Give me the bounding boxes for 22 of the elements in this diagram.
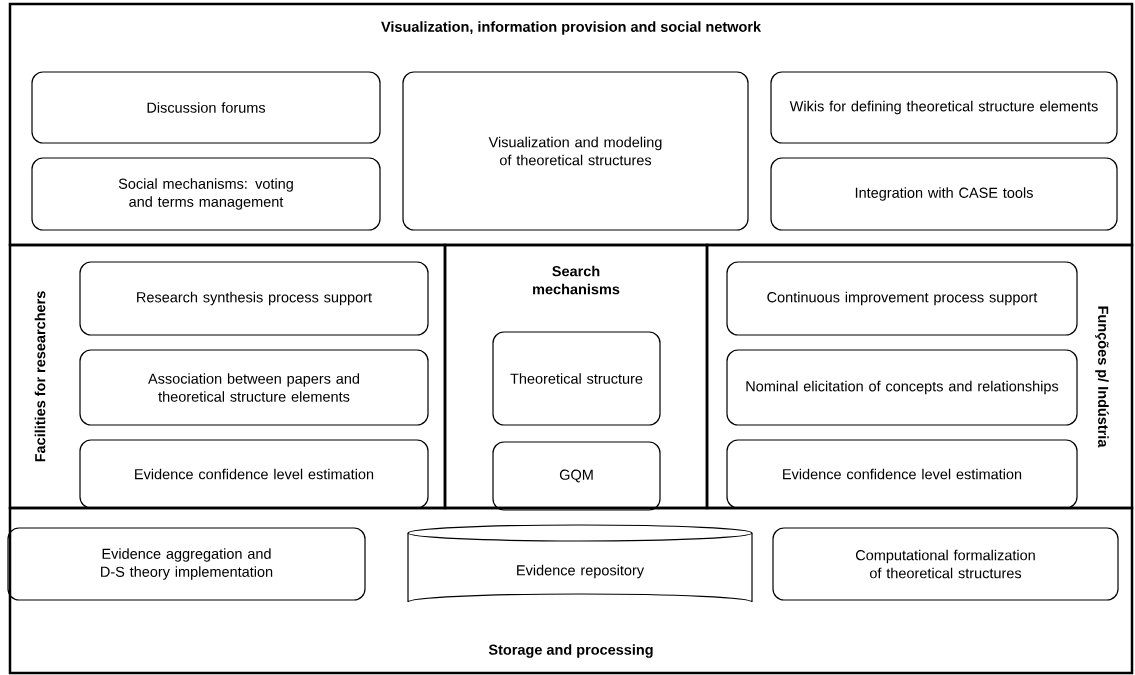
rounded-box: Wikis for defining theoretical structure elements bbox=[770, 71, 1118, 144]
panel-title: Storage and processing bbox=[488, 644, 653, 658]
rounded-box: Social mechanisms: voting and terms management bbox=[31, 157, 381, 231]
rounded-box: Research synthesis process support bbox=[79, 261, 429, 336]
rounded-box: Continuous improvement process support bbox=[726, 261, 1078, 336]
rounded-box: Integration with CASE tools bbox=[770, 157, 1118, 231]
rounded-box: Computational formalization of theoretical structures bbox=[772, 527, 1119, 601]
rounded-box: GQM bbox=[492, 441, 661, 511]
rounded-box: Discussion forums bbox=[31, 71, 381, 144]
node-label: Evidence repository bbox=[517, 564, 645, 579]
rounded-box: Theoretical structure bbox=[492, 331, 661, 426]
rounded-box: Evidence aggregation and D-S theory implementation bbox=[7, 527, 366, 601]
database-cylinder: Evidence repository bbox=[407, 524, 753, 603]
rounded-box: Evidence confidence level estimation bbox=[726, 439, 1078, 509]
rounded-box: Nominal elicitation of concepts and relationships bbox=[726, 349, 1078, 426]
rounded-box: Visualization and modeling of theoretical structures bbox=[402, 71, 749, 231]
panel-title: Facilities for researchers bbox=[34, 291, 46, 462]
panel-title: Funções p/ Indústria bbox=[1095, 306, 1109, 448]
rounded-box: Association between papers and theoretical structure elements bbox=[79, 349, 429, 426]
panel-title: Search mechanisms bbox=[533, 265, 620, 295]
panel-title: Visualization, information provision and social network bbox=[381, 21, 762, 35]
rounded-box: Evidence confidence level estimation bbox=[79, 439, 429, 509]
